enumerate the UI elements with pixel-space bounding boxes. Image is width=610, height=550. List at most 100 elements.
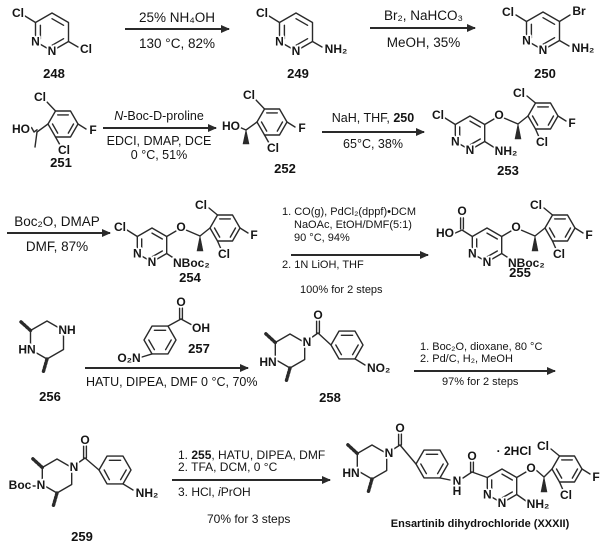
atom-nh2: NH₂ [495,144,518,158]
step4-reagent: NaH, THF, 250 [331,111,415,125]
step9-conditions: 3. HCl, iPrOH [178,485,251,499]
step7-conditions: HATU, DIPEA, DMF 0 °C, 70% [86,375,258,389]
compound-label-255: 255 [509,265,531,280]
step4-conditions: 65°C, 38% [343,137,403,151]
ring [330,330,364,360]
atom-nh: NH [58,323,75,337]
atom-cl: Cl [114,220,126,234]
wedge-bond [514,123,522,140]
atom-n: N [453,474,462,488]
atom-n: N [303,335,312,349]
atom-n: N [522,34,531,48]
atom-o: O [176,295,185,309]
atom-ho: HO [222,119,240,133]
compound-label-256: 256 [39,389,61,404]
compound-label-254: 254 [179,270,201,285]
step2-reagent: Br₂, NaHCO₃ [384,8,463,23]
atom-f: F [298,121,305,135]
bonds [263,320,366,384]
structure-ensartinib: HN N O N H O N N NH₂ O Cl F Cl [341,419,602,513]
atom-o: O [80,433,89,447]
atom-nh2: NH₂ [325,42,348,56]
structure-257: O OH O₂N [116,293,212,367]
atom-n: N [292,44,301,58]
step8-reagent-1: 1. Boc₂O, dioxane, 80 °C [420,341,543,353]
atom-cl: Cl [80,42,92,56]
reaction-arrow-3 [103,127,216,129]
ring [98,455,132,485]
atom-oh: OH [192,321,210,335]
atom-cl: Cl [218,247,230,261]
structure-252: Cl F Cl HO [220,86,307,157]
step3-conditions-2: 0 °C, 51% [130,148,188,162]
bonds [444,95,567,151]
atom-cl: Cl [513,86,525,100]
atom-n: N [133,247,142,261]
step6-reagent-1: 1. CO(g), PdCl₂(dppf)•DCM [282,206,417,218]
atom-f: F [89,123,96,137]
atom-cl: Cl [530,198,542,212]
hash-bond [18,319,33,333]
step9-reagent-1: 1. 255, HATU, DIPEA, DMF [178,448,326,462]
ring [274,333,306,369]
step6-reagent-2: NaOAc, EtOH/DMF(5:1) [294,219,412,231]
step8-yield: 97% for 2 steps [442,376,519,388]
atom-cl: Cl [553,247,565,261]
step5-reagent: Boc₂O, DMAP [14,214,100,229]
atom-f: F [568,116,575,130]
hash-bond [345,442,359,456]
atom-boc: Boc [9,478,32,492]
atom-nboc2: NBoc₂ [508,256,545,270]
step6-reagent-3: 90 °C, 94% [294,232,350,244]
atom-cl: Cl [502,5,514,19]
atom-cl: Cl [12,6,24,20]
atom-nh2: NH₂ [136,486,159,500]
hash-bond [366,477,374,495]
structure-251: Cl F Cl HO [10,88,98,159]
atom-n: N [385,446,394,460]
atom-o: O [526,461,535,475]
step9-yield: 70% for 3 steps [207,512,291,526]
structure-259: Boc N N O NH₂ [7,431,160,509]
bonds [268,12,323,52]
ring [356,444,388,480]
hash-bond [263,331,277,345]
atom-hn: HN [342,466,359,480]
atom-o: O [467,449,476,463]
reaction-arrow-7 [85,367,248,369]
bonds [452,207,584,263]
reaction-arrow-2 [370,27,475,29]
structure-256: NH HN [17,319,77,375]
atom-n: N [466,143,475,157]
wedge-bond [531,235,539,252]
atom-cl: Cl [536,135,548,149]
bonds [18,319,65,375]
ring [41,458,73,494]
atom-f: F [592,470,599,484]
atom-o: O [511,220,520,234]
bonds [515,11,571,51]
reaction-arrow-4 [322,131,424,133]
atom-cl: Cl [256,6,268,20]
step6-conditions-1: 2. 1N LiOH, THF [282,259,364,271]
reaction-arrow-9 [172,479,330,481]
hash-bond [30,456,44,470]
atom-ho: HO [12,122,30,136]
hash-bond [41,357,49,375]
structure-258: HN N O NO₂ [258,306,392,384]
step3-conditions-1: EDCI, DMAP, DCE [106,134,212,148]
atom-cl: Cl [58,143,70,157]
atom-n: N [451,135,460,149]
compound-label-253: 253 [497,163,519,178]
atom-n: N [48,44,57,58]
wavy-bond [28,126,38,133]
atom-n: N [483,255,492,269]
atom-n: N [70,460,79,474]
compound-label-249: 249 [287,66,309,81]
atom-n: N [37,478,46,492]
atom-nh2: NH₂ [572,41,595,55]
atom-o: O [457,204,466,218]
final-product-name: Ensartinib dihydrochloride (XXXII) [390,518,570,530]
atom-n: N [31,35,40,49]
